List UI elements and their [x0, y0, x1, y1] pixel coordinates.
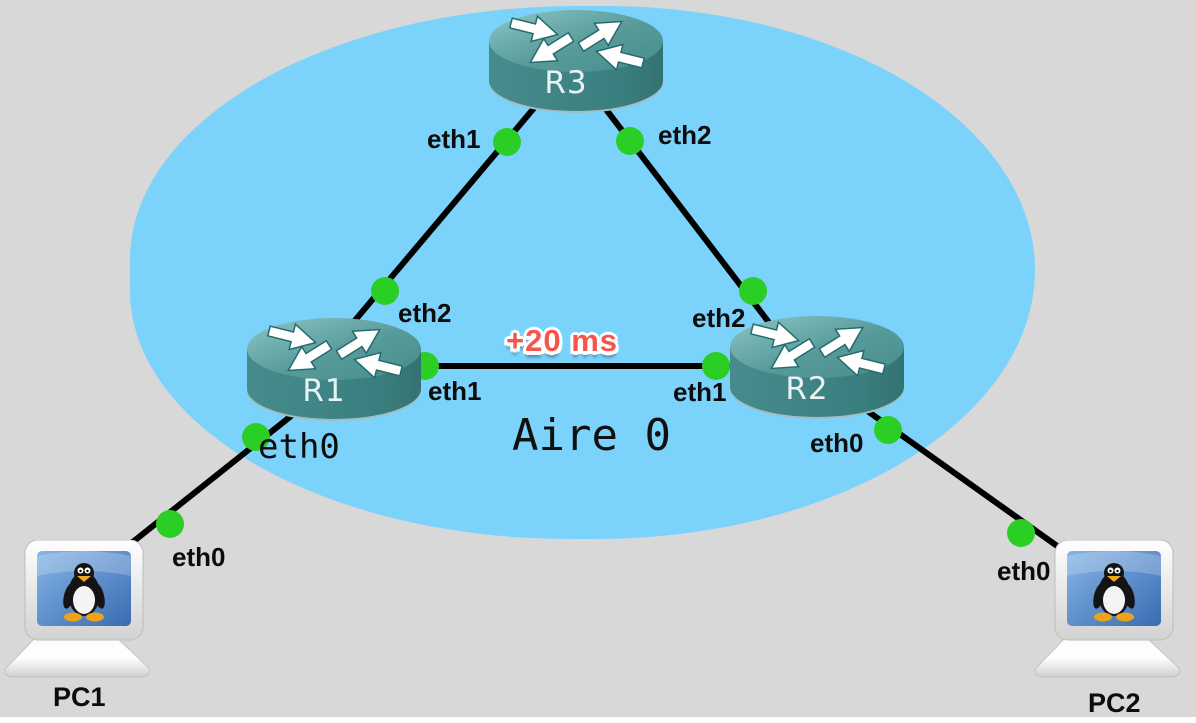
connector-dot-r2-eth0 [874, 416, 902, 444]
router-icon [489, 9, 663, 113]
router-icon [730, 315, 904, 419]
connector-dot-pc2-eth0 [1007, 519, 1035, 547]
connector-dot-r3-eth1 [493, 128, 521, 156]
iface-label-pc2-eth0: eth0 [997, 556, 1051, 586]
iface-label-r2-eth2: eth2 [692, 303, 746, 333]
router-icon [247, 317, 421, 421]
iface-label-pc1-eth0: eth0 [172, 542, 226, 572]
connector-dot-r1-eth2 [371, 277, 399, 305]
link-latency-label: +20 ms [506, 323, 619, 358]
bottom-strip [0, 717, 1196, 723]
iface-label-r2-eth1: eth1 [673, 377, 727, 407]
router-r1-name: R1 [302, 373, 346, 409]
pc1-name: PC1 [53, 682, 106, 712]
tux-icon [1093, 563, 1135, 622]
iface-label-r1-eth2: eth2 [398, 298, 452, 328]
router-r3-name: R3 [544, 65, 588, 101]
node-pc2[interactable] [1035, 540, 1185, 685]
ospf-area-label: Aire 0 [512, 410, 671, 461]
iface-label-r1-eth0: eth0 [258, 427, 340, 467]
connector-dot-r3-eth2 [616, 127, 644, 155]
connector-dot-r1-eth0 [242, 423, 270, 451]
linux-host-icon [1035, 540, 1180, 678]
node-router-r1[interactable]: R1 [245, 315, 423, 423]
connector-dot-r2-eth2 [739, 277, 767, 305]
iface-label-r1-eth1: eth1 [428, 376, 482, 406]
linux-host-icon [5, 540, 150, 678]
pc2-name: PC2 [1088, 688, 1141, 718]
link-r1-pc1[interactable] [97, 390, 323, 571]
node-router-r2[interactable]: R2 [728, 313, 906, 421]
node-pc1[interactable] [5, 540, 155, 685]
connector-dot-r2-eth1 [702, 352, 730, 380]
connector-dot-pc1-eth0 [156, 510, 184, 538]
node-router-r3[interactable]: R3 [487, 7, 665, 115]
iface-label-r3-eth1: eth1 [427, 124, 481, 154]
iface-label-r2-eth0: eth0 [810, 428, 864, 458]
router-r2-name: R2 [785, 371, 829, 407]
iface-label-r3-eth2: eth2 [658, 120, 712, 150]
tux-icon [63, 563, 105, 622]
